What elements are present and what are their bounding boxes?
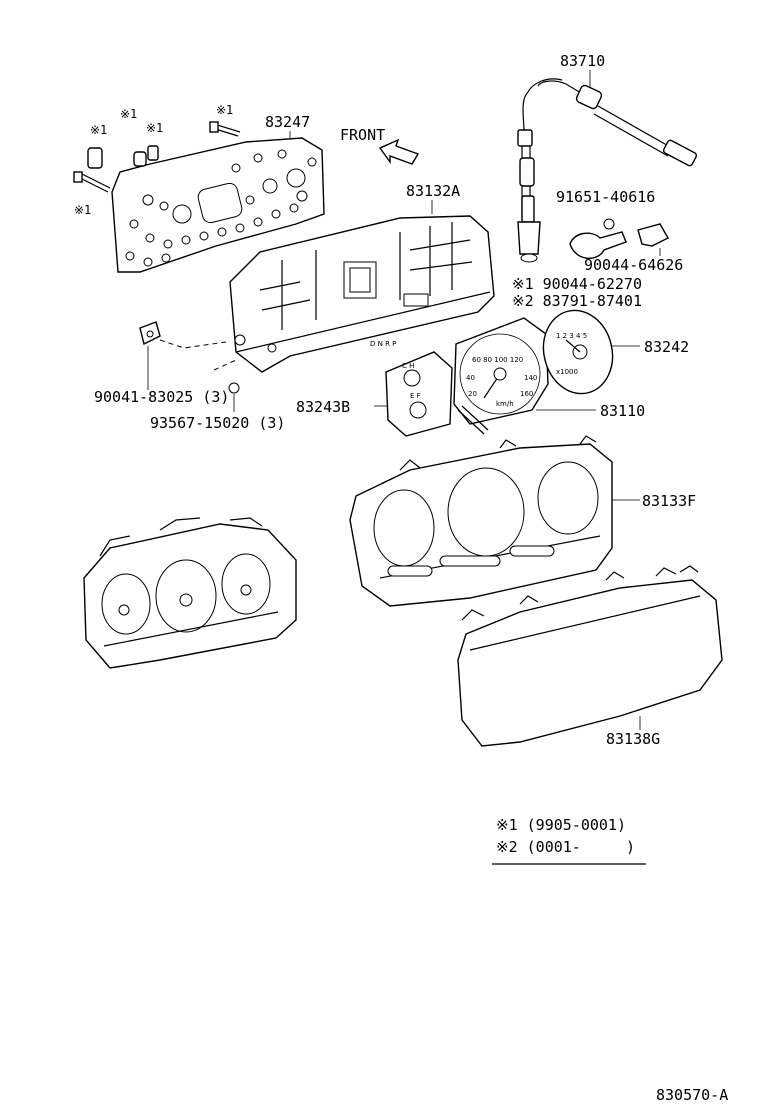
nut-symbol-2: [228, 382, 240, 394]
front-arrow-icon: [378, 138, 420, 165]
label-83242: 83242: [644, 338, 689, 356]
svg-text:40: 40: [466, 374, 475, 382]
clamp: [569, 231, 627, 259]
svg-text:D N R P: D N R P: [370, 340, 396, 348]
label-93567-15020: 93567-15020 (3): [150, 414, 285, 432]
svg-text:60 80 100 120: 60 80 100 120: [472, 356, 523, 364]
svg-text:C H: C H: [402, 362, 414, 370]
label-83132A: 83132A: [406, 182, 460, 200]
svg-text:20: 20: [468, 390, 477, 398]
mark-1e: ※1: [74, 203, 91, 217]
label-83710: 83710: [560, 52, 605, 70]
mark-1b: ※1: [120, 107, 137, 121]
label-83138G: 83138G: [606, 730, 660, 748]
meter-case: D N R P: [229, 215, 495, 373]
bulb-sockets: [73, 121, 241, 193]
mark-1a: ※1: [90, 123, 107, 137]
tachometer: 1 2 3 4 5 x1000: [542, 309, 614, 395]
assembled-cluster: [83, 517, 297, 669]
legend-note1: ※1 (9905-0001): [496, 816, 626, 834]
svg-text:1 2 3 4 5: 1 2 3 4 5: [556, 332, 587, 340]
label-90044-64626: 90044-64626: [584, 256, 683, 274]
meter-hood: [349, 435, 613, 607]
mark-1c: ※1: [146, 121, 163, 135]
speedometer: 60 80 100 120 40 140 20 160 km/h: [453, 317, 549, 435]
clip-b: [637, 223, 669, 247]
svg-text:x1000: x1000: [556, 368, 578, 376]
printed-circuit-board: [111, 137, 325, 273]
front-label: FRONT: [340, 126, 385, 144]
label-91651-40616: 91651-40616: [556, 188, 655, 206]
nut-symbol: [603, 218, 615, 230]
svg-text:E F: E F: [410, 392, 421, 400]
mark-1d: ※1: [216, 103, 233, 117]
svg-text:km/h: km/h: [496, 400, 514, 408]
label-83247: 83247: [265, 113, 310, 131]
svg-text:160: 160: [520, 390, 533, 398]
label-90041-83025: 90041-83025 (3): [94, 388, 229, 406]
label-83133F: 83133F: [642, 492, 696, 510]
label-83243B: 83243B: [296, 398, 350, 416]
label-note1-part: ※1 90044-62270: [512, 275, 642, 293]
svg-text:140: 140: [524, 374, 537, 382]
diagram-id: 830570-A: [656, 1086, 728, 1104]
meter-glass: [457, 565, 723, 747]
label-83110: 83110: [600, 402, 645, 420]
fuel-temp-gauge: C H E F: [385, 351, 453, 437]
speedometer-cable: [517, 78, 698, 263]
legend-note2: ※2 (0001- ): [496, 838, 635, 856]
label-note2-part: ※2 83791-87401: [512, 292, 642, 310]
